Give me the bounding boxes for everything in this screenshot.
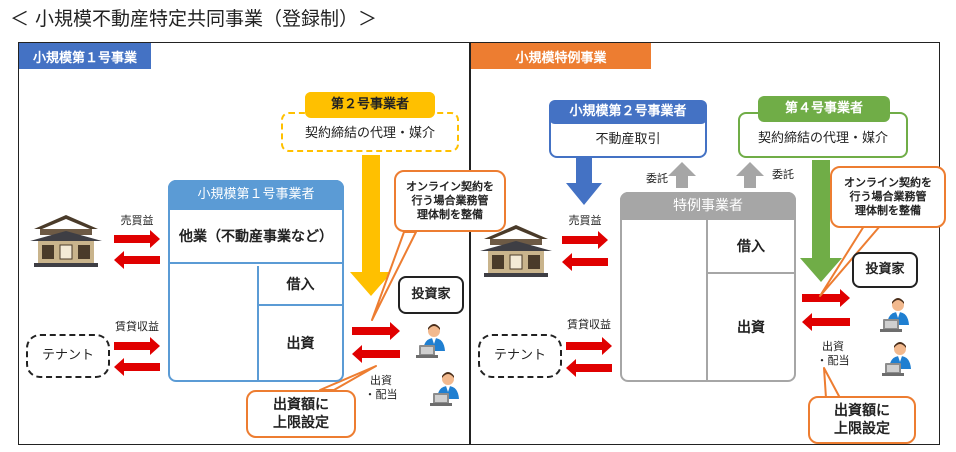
left-operator2-body: 契約締結の代理・媒介 bbox=[281, 112, 459, 152]
investor-person-icon bbox=[882, 342, 911, 376]
right-operator4-header: 第４号事業者 bbox=[758, 96, 890, 122]
left-rent-income-label: 賃貸収益 bbox=[115, 320, 159, 333]
house-icon bbox=[29, 214, 103, 268]
right-invest-dividend-label: 出資 ・配当 bbox=[816, 340, 850, 367]
right-tenant-box: テナント bbox=[478, 334, 562, 378]
right-entrust-right-label: 委託 bbox=[772, 168, 794, 181]
left-operator2-header-front: 第２号事業者 bbox=[305, 92, 435, 118]
left-main-operator bbox=[168, 180, 344, 382]
right-investor-box: 投資家 bbox=[852, 252, 918, 288]
left-investment: 出資 bbox=[286, 335, 315, 352]
left-tenant-box: テナント bbox=[26, 334, 110, 378]
right-entrust-left-label: 委託 bbox=[646, 172, 668, 185]
left-main-header: 小規模第１号事業者 bbox=[168, 180, 344, 210]
left-invest-dividend-label: 出資 ・配当 bbox=[364, 374, 398, 401]
right-investment: 出資 bbox=[737, 319, 765, 336]
left-limit-callout: 出資額に 上限設定 bbox=[246, 390, 356, 438]
investor-person-icon bbox=[880, 298, 909, 332]
investor-person-icon bbox=[430, 372, 459, 406]
right-main-operator bbox=[620, 192, 796, 382]
left-sale-profit-label: 売買益 bbox=[120, 214, 154, 227]
right-main-header: 特例事業者 bbox=[620, 192, 796, 220]
right-operator2-header: 小規模第２号事業者 bbox=[549, 100, 707, 124]
right-rent-income-label: 賃貸収益 bbox=[567, 318, 611, 331]
page-title: ＜ 小規模不動産特定共同事業（登録制）＞ bbox=[10, 8, 378, 30]
right-main-divider bbox=[706, 220, 708, 380]
left-main-divider bbox=[257, 266, 259, 380]
right-sale-profit-label: 売買益 bbox=[568, 214, 602, 227]
house-icon bbox=[479, 224, 553, 278]
right-borrowing: 借入 bbox=[708, 222, 794, 274]
right-limit-callout: 出資額に 上限設定 bbox=[808, 396, 916, 444]
left-panel-tab: 小規模第１号事業 bbox=[19, 43, 151, 69]
left-online-callout: オンライン契約を 行う場合業務管 理体制を整備 bbox=[394, 170, 506, 232]
left-investor-box: 投資家 bbox=[398, 276, 464, 314]
right-panel-tab: 小規模特例事業 bbox=[471, 43, 651, 69]
left-other-business: 他業（不動産事業など） bbox=[170, 212, 342, 264]
right-online-callout: オンライン契約を 行う場合業務管 理体制を整備 bbox=[830, 166, 946, 228]
left-borrowing: 借入 bbox=[259, 266, 342, 306]
investor-person-icon bbox=[416, 324, 445, 358]
